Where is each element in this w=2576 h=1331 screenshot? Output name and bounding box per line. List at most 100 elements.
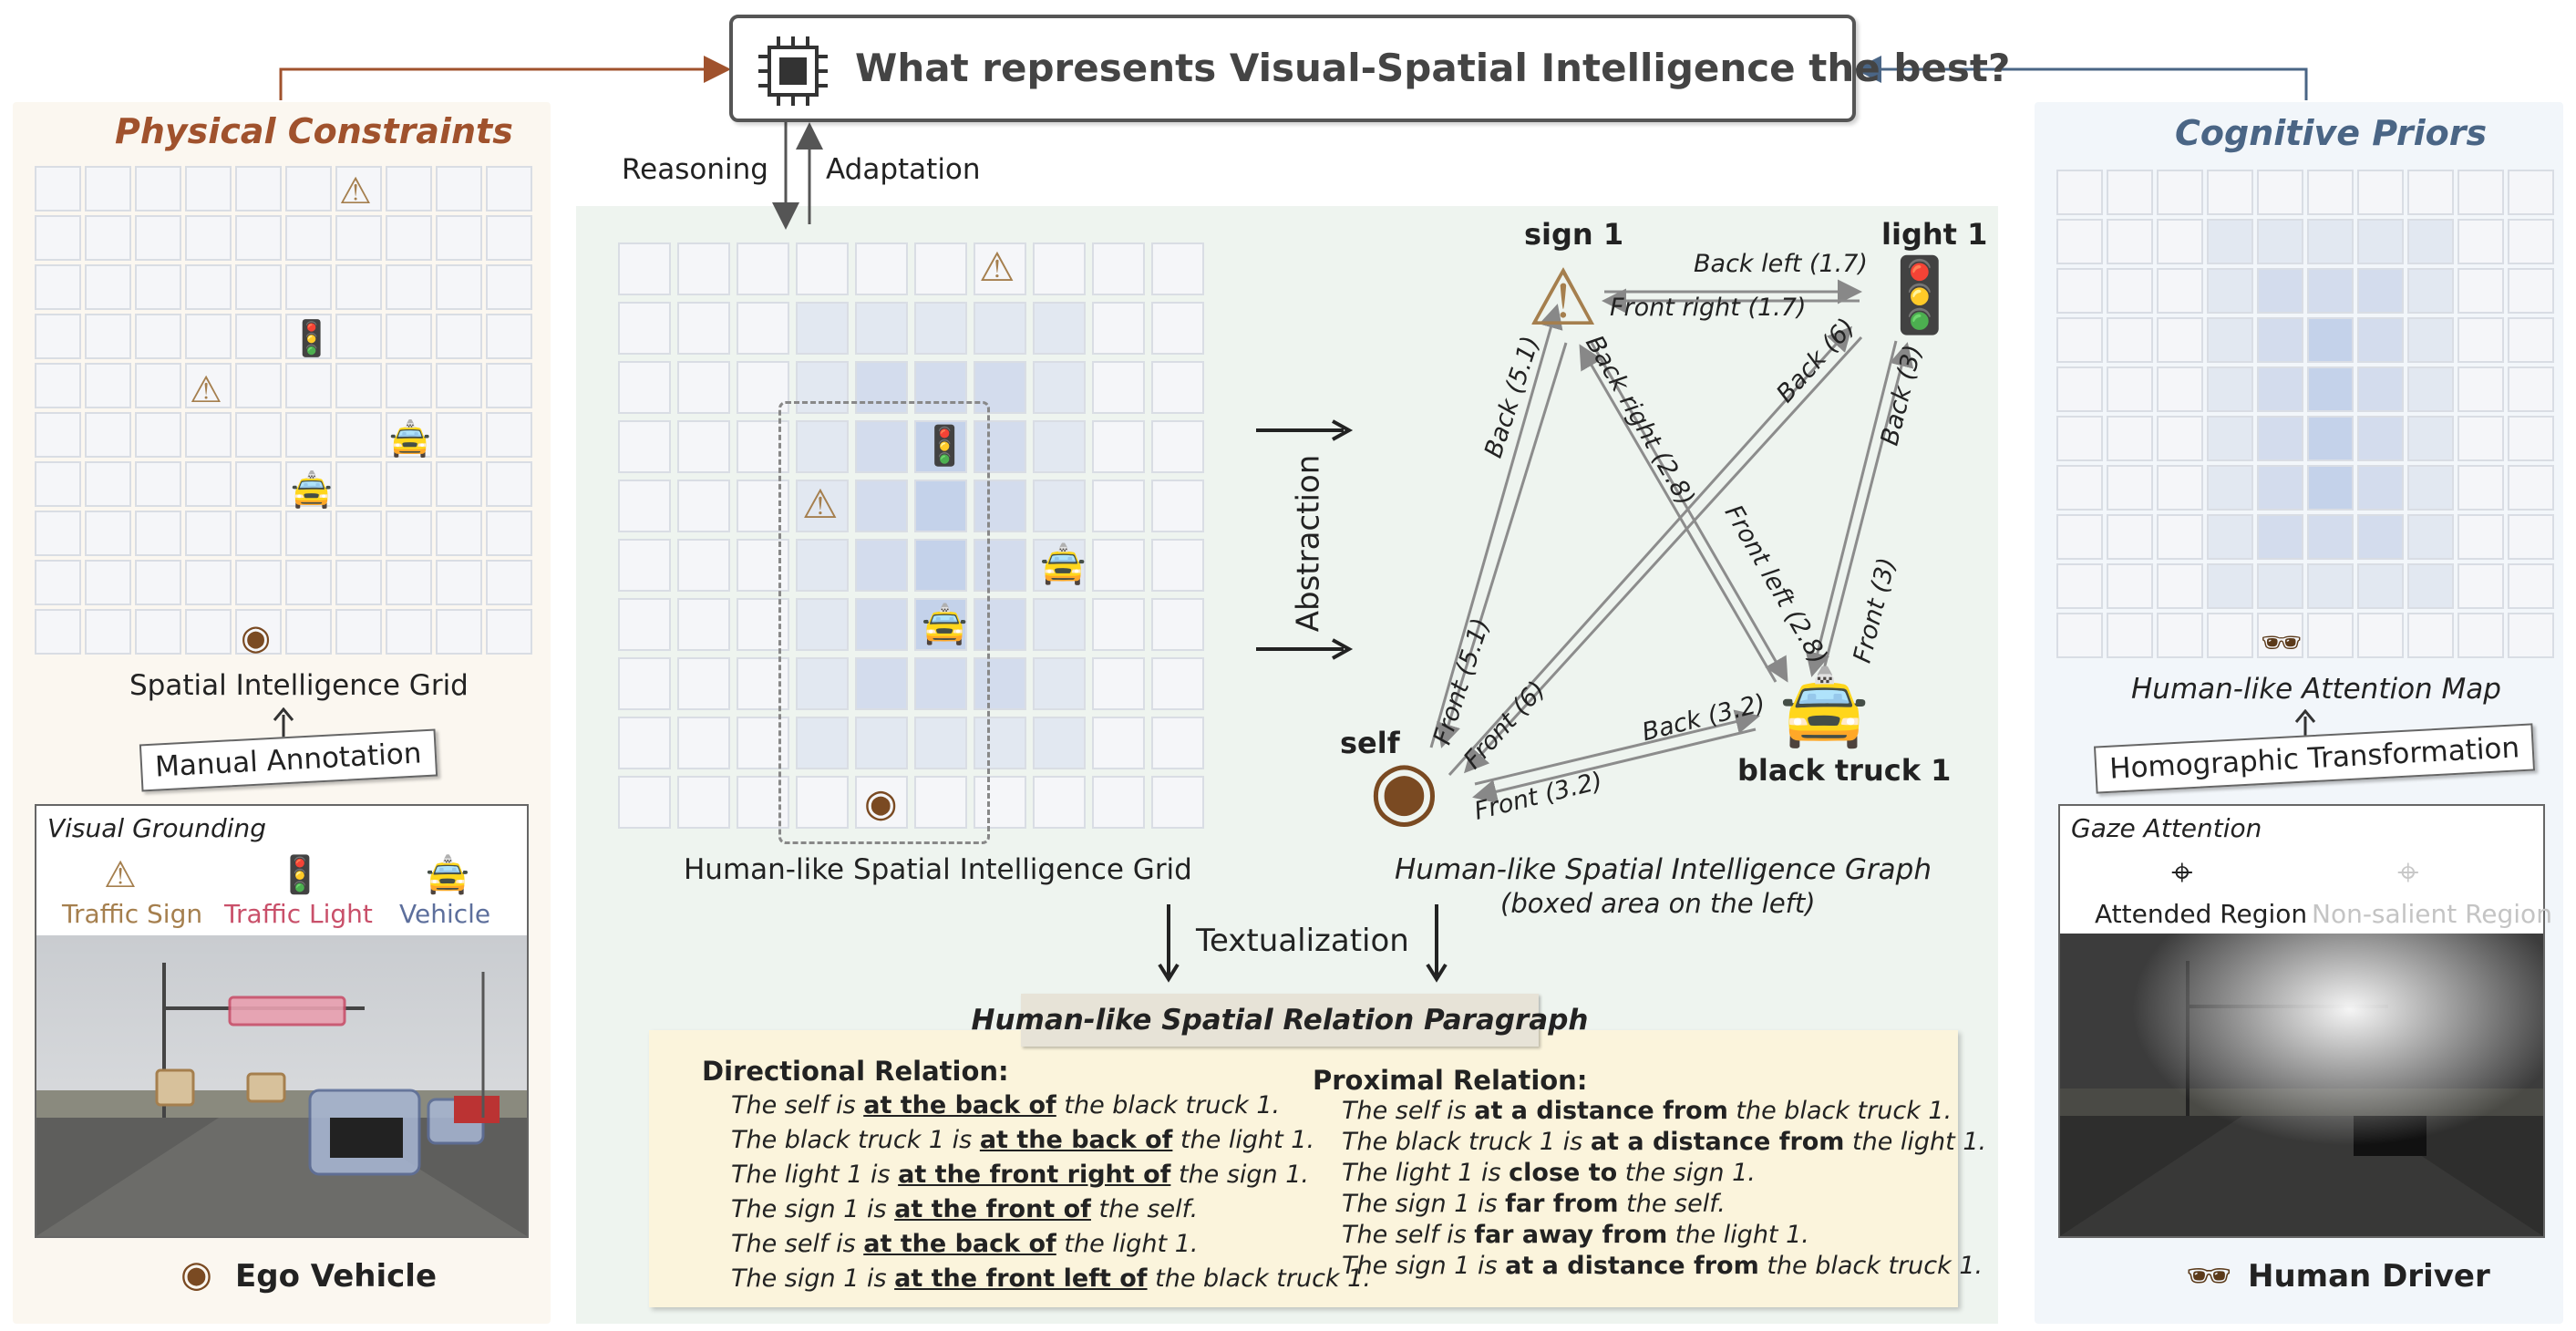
grid-cell [285, 314, 332, 359]
grid-cell [796, 361, 849, 414]
traffic-light-icon: 🚦 [277, 854, 323, 896]
grid-cell [386, 264, 432, 310]
grid-cell [285, 166, 332, 212]
ego-camera-icon: ◉ [180, 1254, 212, 1295]
grid-cell [1033, 776, 1086, 829]
grid-cell [796, 420, 849, 473]
vehicle-icon: 🚖 [425, 854, 470, 896]
grid-cell [285, 511, 332, 556]
grid-cell [285, 264, 332, 310]
grid-cell [2207, 366, 2253, 412]
grid-cell [1092, 361, 1145, 414]
grid-cell [436, 264, 482, 310]
grid-cell [285, 609, 332, 655]
grid-cell [2357, 219, 2404, 264]
textualization-arrows [1158, 904, 1448, 983]
grid-cell [2458, 563, 2504, 609]
grid-cell [35, 264, 81, 310]
grid-cell [185, 461, 232, 507]
relation-line: The self is at a distance from the black… [1342, 1097, 1953, 1125]
traffic-sign-icon: ⚠ [104, 854, 137, 896]
grid-cell [1151, 776, 1204, 829]
question-text: What represents Visual-Spatial Intellige… [855, 46, 2011, 90]
grid-cell [1092, 598, 1145, 651]
grid-cell [185, 166, 232, 212]
grid-cell [135, 314, 181, 359]
grid-cell [2056, 416, 2103, 461]
grid-cell [2407, 613, 2454, 658]
grid-cell [436, 560, 482, 605]
legend-non-salient-region: Non-salient Region [2312, 899, 2552, 929]
grid-cell [2157, 268, 2203, 314]
grid-cell [235, 363, 282, 408]
grid-cell [2508, 514, 2554, 560]
grid-cell [436, 511, 482, 556]
grid-cell [285, 412, 332, 458]
grid-cell [35, 166, 81, 212]
grid-cell [855, 302, 908, 355]
grid-cell [2157, 514, 2203, 560]
vehicle-icon: 🚖 [921, 602, 969, 646]
grid-cell [974, 598, 1026, 651]
grid-cell [85, 166, 131, 212]
grid-cell [335, 215, 382, 261]
grid-cell [2357, 514, 2404, 560]
traffic-sign-icon: ⚠ [339, 170, 372, 212]
grid-cell [2508, 268, 2554, 314]
grid-cell [2307, 416, 2354, 461]
grid-cell [2357, 317, 2404, 363]
traffic-sign-icon: ⚠ [979, 244, 1015, 291]
grid-cell [486, 560, 532, 605]
grid-cell [677, 420, 730, 473]
ego-camera-icon: ◉ [241, 617, 272, 657]
grid-cell [335, 264, 382, 310]
grid-cell [436, 412, 482, 458]
grid-cell [1151, 657, 1204, 710]
grid-cell [2056, 268, 2103, 314]
grid-cell [436, 609, 482, 655]
grid-cell [618, 539, 671, 592]
grid-cell [974, 657, 1026, 710]
paragraph-title: Human-like Spatial Relation Paragraph [972, 994, 1589, 1047]
grid-cell [135, 363, 181, 408]
grid-cell [2307, 613, 2354, 658]
grid-cell [2056, 514, 2103, 560]
sunglasses-icon: 🕶 [2261, 624, 2303, 662]
self-node-icon: ◉ [1369, 742, 1439, 836]
grid-cell [796, 598, 849, 651]
grid-cell [2307, 268, 2354, 314]
grid-cell [335, 511, 382, 556]
legend-traffic-sign: Traffic Sign [62, 899, 203, 929]
grid-cell [2056, 563, 2103, 609]
spatial-intelligence-grid [35, 166, 532, 655]
light-node-icon: 🚦 [1874, 253, 1965, 337]
grid-cell [2508, 416, 2554, 461]
grid-cell [1092, 480, 1145, 532]
grid-cell [335, 166, 382, 212]
grid-cell [486, 363, 532, 408]
grid-cell [135, 264, 181, 310]
grid-cell [2357, 416, 2404, 461]
grid-cell [85, 511, 131, 556]
grid-cell [2458, 613, 2504, 658]
grid-cell [2107, 465, 2153, 511]
relation-line: The sign 1 is far from the self. [1342, 1190, 1726, 1218]
grid-cell [974, 242, 1026, 295]
grid-cell [2157, 170, 2203, 215]
grid-cell [914, 657, 967, 710]
grid-cell [85, 560, 131, 605]
grid-cell [2107, 416, 2153, 461]
grid-cell [1151, 302, 1204, 355]
gaze-attention-title: Gaze Attention [2071, 813, 2262, 843]
grid-cell [914, 776, 967, 829]
grid-cell [35, 560, 81, 605]
grid-cell [2508, 170, 2554, 215]
grid-cell [185, 560, 232, 605]
grid-cell [677, 657, 730, 710]
grid-cell [855, 361, 908, 414]
grid-cell [2056, 465, 2103, 511]
grid-cell [914, 539, 967, 592]
grid-cell [2107, 268, 2153, 314]
grid-cell [35, 609, 81, 655]
grid-cell [1151, 717, 1204, 769]
